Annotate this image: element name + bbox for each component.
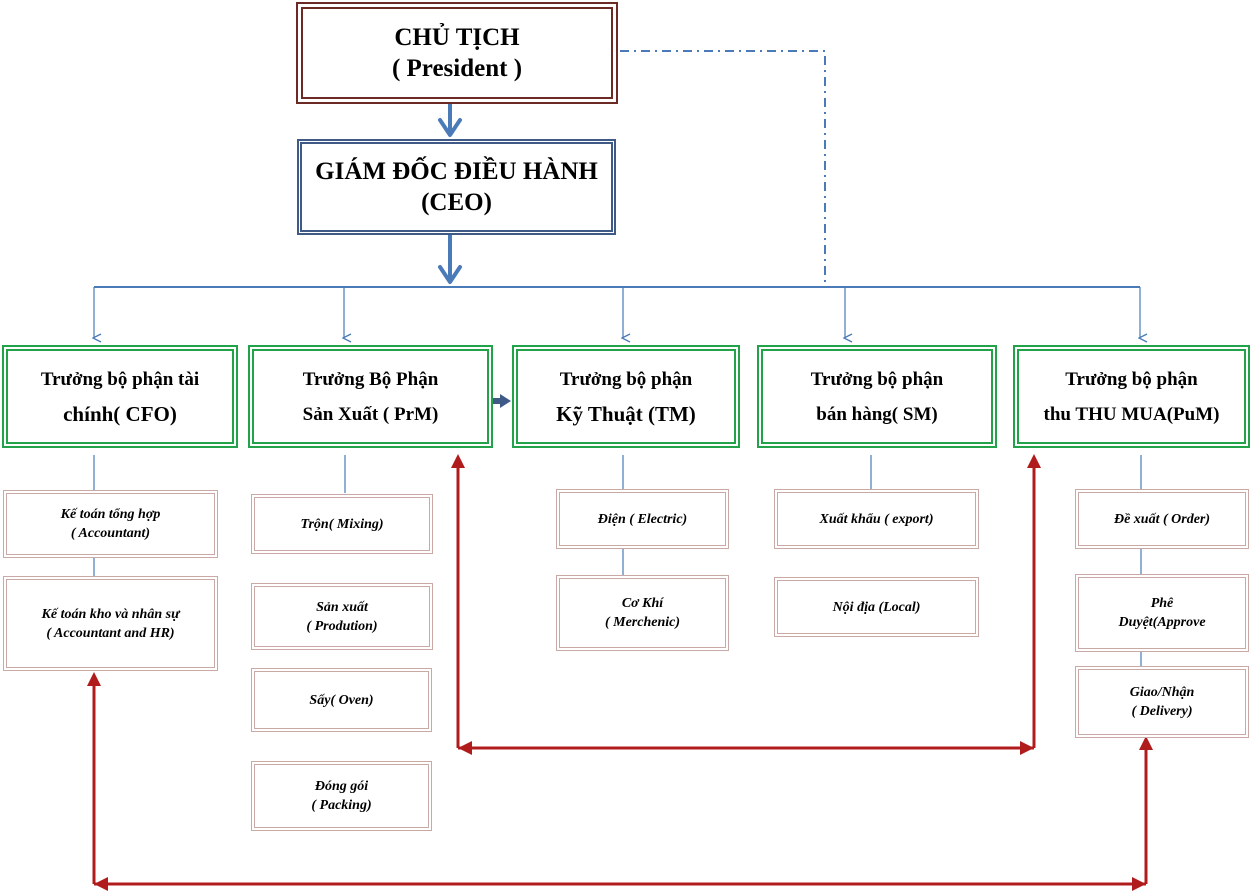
president-to-ceo-arrow: [438, 104, 462, 137]
head-line1: Trưởng Bộ Phận: [302, 368, 439, 390]
sub-line1: Sản xuất: [316, 599, 368, 615]
sub-box-local: Nội địa (Local): [774, 577, 979, 637]
sub-line1: Đóng gói: [314, 779, 369, 794]
sub-line1: Phê: [1150, 596, 1174, 611]
sub-box-production: Sản xuất ( Prodution): [251, 583, 433, 650]
prm-pum-link-arrow: [451, 454, 1041, 755]
prm-to-tm-arrow: [487, 394, 511, 408]
sub-box-mixing: Trộn( Mixing): [251, 494, 433, 554]
sub-line1: Kế toán kho và nhân sự: [41, 606, 180, 622]
sub-line1: Cơ Khí: [621, 596, 664, 611]
head-line2: thu THU MUA(PuM): [1043, 403, 1220, 425]
sub-line2: ( Merchenic): [604, 615, 681, 630]
sub-box-approve: Phê Duyệt(Approve: [1075, 574, 1249, 652]
sub-line1: Đề xuất ( Order): [1113, 511, 1211, 527]
head-box-cfo: Trưởng bộ phận tài chính( CFO): [2, 345, 238, 448]
sub-box-export: Xuất khẩu ( export): [774, 489, 979, 549]
head-line2: bán hàng( SM): [816, 403, 938, 425]
sub-line2: ( Packing): [311, 798, 372, 813]
president-subtitle: ( President ): [391, 55, 523, 82]
sub-line1: Xuất khẩu ( export): [819, 511, 934, 527]
sub-box-packing: Đóng gói ( Packing): [251, 761, 432, 831]
sub-box-oven: Sấy( Oven): [251, 668, 432, 732]
sub-box-delivery: Giao/Nhận ( Delivery): [1075, 666, 1249, 738]
sub-line1: Giao/Nhận: [1129, 685, 1195, 700]
sub-line1: Sấy( Oven): [309, 692, 374, 708]
sub-line1: Trộn( Mixing): [300, 516, 384, 532]
head-box-prm: Trưởng Bộ Phận Sản Xuất ( PrM): [248, 345, 493, 448]
head-line2: chính( CFO): [63, 401, 177, 426]
ceo-box: GIÁM ĐỐC ĐIỀU HÀNH (CEO): [297, 139, 616, 235]
sub-line2: ( Accountant and HR): [46, 625, 175, 641]
sub-line2: Duyệt(Approve: [1118, 615, 1206, 630]
head-line1: Trưởng bộ phận: [810, 368, 944, 390]
head-line1: Trưởng bộ phận tài: [40, 368, 200, 390]
sub-box-general-accountant: Kế toán tổng hợp ( Accountant): [3, 490, 218, 558]
sub-line2: ( Accountant): [70, 526, 151, 541]
sub-line1: Nội địa (Local): [832, 599, 921, 615]
accountant-delivery-link-arrow: [87, 672, 1153, 891]
sub-box-order: Đề xuất ( Order): [1075, 489, 1249, 549]
sub-line2: ( Delivery): [1131, 704, 1193, 719]
president-title: CHỦ TỊCH: [394, 24, 520, 51]
sub-box-mechanic: Cơ Khí ( Merchenic): [556, 575, 729, 651]
head-box-pum: Trưởng bộ phận thu THU MUA(PuM): [1013, 345, 1250, 448]
ceo-title: GIÁM ĐỐC ĐIỀU HÀNH: [315, 158, 598, 185]
president-box: CHỦ TỊCH ( President ): [296, 2, 618, 104]
ceo-subtitle: (CEO): [421, 189, 492, 216]
head-box-tm: Trưởng bộ phận Kỹ Thuật (TM): [512, 345, 740, 448]
sub-line1: Kế toán tổng hợp: [60, 507, 161, 522]
president-dashdot-link: [620, 50, 826, 286]
head-box-sm: Trưởng bộ phận bán hàng( SM): [757, 345, 997, 448]
head-line2: Sản Xuất ( PrM): [302, 403, 439, 425]
sub-box-warehouse-hr-accountant: Kế toán kho và nhân sự ( Accountant and …: [3, 576, 218, 671]
sub-box-electric: Điện ( Electric): [556, 489, 729, 549]
head-line1: Trưởng bộ phận: [1065, 368, 1198, 390]
ceo-to-bus-arrow: [438, 235, 462, 284]
sub-line2: ( Prodution): [306, 618, 378, 634]
sub-line1: Điện ( Electric): [597, 511, 688, 527]
head-line1: Trưởng bộ phận: [559, 368, 693, 390]
head-line2: Kỹ Thuật (TM): [556, 401, 696, 426]
